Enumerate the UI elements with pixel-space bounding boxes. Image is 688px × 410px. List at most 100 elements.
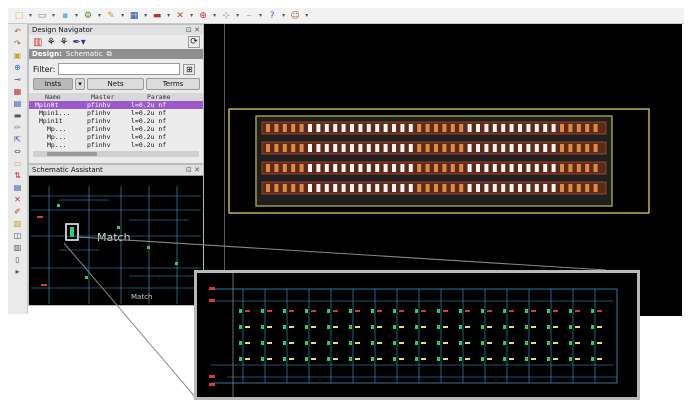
pen-icon[interactable]: ✏ — [14, 123, 21, 132]
layout-finger — [434, 184, 438, 192]
schematic-assistant-title: Schematic Assistant — [32, 166, 103, 174]
new-icon[interactable]: □ — [14, 10, 24, 21]
layout-finger — [400, 124, 405, 132]
property-icon[interactable]: ✐ — [14, 207, 21, 216]
zoom-in-icon[interactable]: ⊕ — [14, 63, 21, 72]
design-label: Design: — [32, 50, 62, 58]
layout-canvas[interactable] — [204, 24, 682, 316]
dropdown-arrow-icon[interactable]: ▾ — [75, 12, 79, 19]
column-master[interactable]: Master — [91, 93, 115, 101]
horizontal-scrollbar[interactable] — [33, 151, 199, 157]
layout-finger — [350, 124, 354, 132]
flip-icon[interactable]: ⇅ — [14, 171, 21, 180]
delete-icon[interactable]: ✕ — [14, 195, 21, 204]
line-icon[interactable]: ▬ — [152, 10, 162, 21]
layout-finger — [392, 124, 396, 132]
transistor — [437, 341, 440, 345]
layout-finger — [467, 124, 472, 132]
more-icon[interactable]: ▸ — [15, 267, 20, 276]
redo-icon[interactable]: ↷ — [14, 39, 21, 48]
save-icon[interactable]: ▪ — [61, 10, 69, 21]
wire-icon[interactable]: ⎯ — [246, 10, 252, 21]
dropdown-arrow-icon[interactable]: ▾ — [259, 12, 263, 19]
dropdown-arrow-icon[interactable]: ▾ — [213, 12, 217, 19]
zoom-icon[interactable]: ⊕ — [199, 10, 207, 21]
layout-finger — [509, 164, 514, 172]
pen-icon[interactable]: ✒▾ — [72, 36, 86, 48]
dropdown-arrow-icon[interactable]: ▾ — [52, 12, 56, 19]
dropdown-arrow-icon[interactable]: ▾ — [305, 12, 309, 19]
transistor — [503, 309, 506, 313]
transistor — [481, 341, 484, 345]
ruler-icon[interactable]: ▤ — [13, 99, 22, 108]
layout-finger — [459, 164, 464, 172]
grid-icon[interactable]: ▦ — [13, 87, 22, 96]
hierarchy-icon[interactable]: ▥ — [33, 36, 43, 48]
column-param[interactable]: Parame — [147, 93, 171, 101]
pin-icon[interactable]: ⊸ — [14, 75, 21, 84]
dropdown-arrow-icon[interactable]: ▾ — [282, 12, 286, 19]
column-name[interactable]: Name — [45, 93, 61, 101]
transistor — [503, 341, 506, 345]
dropdown-arrow-icon[interactable]: ▾ — [29, 12, 33, 19]
tab-row: Insts ▾ Nets Terms — [29, 78, 203, 90]
dropdown-arrow-icon[interactable]: ▾ — [190, 12, 194, 19]
zoom-fit-icon[interactable]: ▣ — [13, 51, 22, 60]
tool-icon[interactable]: ⚙ — [84, 10, 93, 21]
print-icon[interactable]: ▥ — [13, 243, 22, 252]
transistor — [261, 341, 264, 345]
scrollbar-thumb[interactable] — [47, 152, 97, 156]
select-icon[interactable]: ⇱ — [14, 135, 21, 144]
layout-finger — [543, 184, 548, 192]
filter-input[interactable] — [58, 63, 181, 75]
terminal — [333, 342, 338, 344]
cell-name: Mpin1t — [39, 117, 63, 125]
help-icon[interactable]: ? — [269, 10, 275, 21]
dropdown-arrow-icon[interactable]: ▾ — [144, 12, 148, 19]
terminal — [553, 310, 558, 312]
layout-view[interactable] — [228, 108, 652, 216]
layout-finger — [417, 164, 422, 172]
copy-icon[interactable]: ▭ — [13, 159, 22, 168]
filter-options-icon[interactable]: ⊞ — [183, 63, 196, 75]
tab-terms[interactable]: Terms — [146, 78, 200, 90]
save-icon[interactable]: ◫ — [13, 231, 22, 240]
zoom-inset[interactable] — [197, 273, 637, 397]
dropdown-arrow-icon[interactable]: ▾ — [236, 12, 240, 19]
instance-icon[interactable]: ▤ — [13, 183, 22, 192]
dropdown-arrow-icon[interactable]: ▾ — [167, 12, 171, 19]
dropdown-arrow-icon[interactable]: ▾ — [98, 12, 102, 19]
undo-icon[interactable]: ↶ — [14, 27, 21, 36]
stretch-icon[interactable]: ⇔ — [14, 147, 21, 156]
dropdown-arrow-icon[interactable]: ▾ — [121, 12, 125, 19]
refresh-icon[interactable]: ⟳ — [188, 36, 200, 48]
tree-icon[interactable]: ⚘ — [46, 36, 56, 48]
label-icon[interactable]: ▧ — [13, 219, 22, 228]
tree-expand-icon[interactable]: ⚘ — [59, 36, 69, 48]
open-icon[interactable]: ▭ — [37, 10, 47, 21]
tab-nets[interactable]: Nets — [87, 78, 144, 90]
schematic-preview[interactable] — [29, 176, 203, 306]
transistor — [349, 309, 352, 313]
panel-controls[interactable]: ⊡ ✕ — [186, 26, 200, 34]
assistant-panel-controls[interactable]: ⊡ ✕ — [186, 166, 200, 174]
grid-icon[interactable]: ▦ — [129, 10, 139, 21]
tab-insts[interactable]: Insts — [33, 78, 73, 90]
layout-finger — [467, 184, 472, 192]
cell-param: l=0.2u nf — [131, 133, 167, 141]
cell-name: Mpin0t — [35, 101, 59, 109]
pencil-icon[interactable]: ✎ — [107, 10, 115, 21]
delete-icon[interactable]: ✕ — [176, 10, 184, 21]
ruler-icon[interactable]: ⊹ — [222, 10, 230, 21]
person-icon[interactable]: ☺ — [290, 10, 300, 21]
layout-finger — [341, 184, 346, 192]
tab-dropdown-icon[interactable]: ▾ — [75, 78, 85, 90]
wire-icon[interactable]: ▬ — [13, 111, 22, 120]
misc-icon[interactable]: ▯ — [15, 255, 20, 264]
